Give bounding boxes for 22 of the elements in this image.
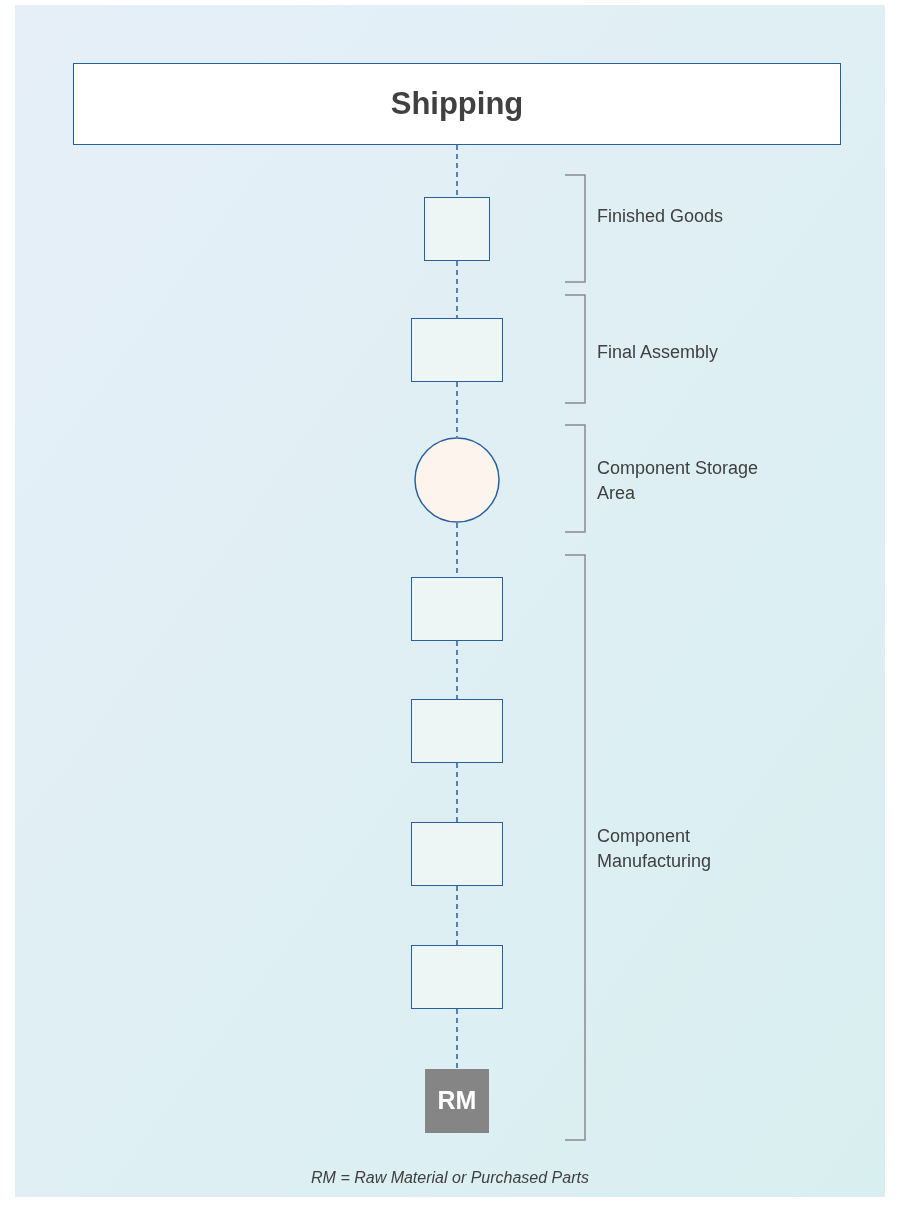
raw-material-box (425, 1069, 489, 1133)
process-box (411, 577, 503, 641)
dashed-connector (456, 260, 458, 319)
process-box (424, 197, 490, 261)
stage-label: Component Storage Area (597, 457, 760, 505)
shipping-title: Shipping (390, 84, 524, 123)
dashed-connector (456, 381, 458, 438)
rm-label: RM (437, 1085, 477, 1117)
dashed-connector (456, 1008, 458, 1070)
process-box (411, 822, 503, 886)
dashed-connector (456, 144, 458, 198)
dashed-connector (456, 885, 458, 946)
shipping-box (73, 63, 841, 145)
stage-label: Component Manufacturing (597, 825, 713, 873)
dashed-connector (456, 640, 458, 700)
stage-label: Final Assembly (597, 341, 720, 364)
process-box (411, 945, 503, 1009)
stage-label: Finished Goods (597, 205, 725, 228)
dashed-connector (456, 762, 458, 823)
process-box (411, 318, 503, 382)
process-box (411, 699, 503, 763)
caption: RM = Raw Material or Purchased Parts (310, 1168, 590, 1188)
